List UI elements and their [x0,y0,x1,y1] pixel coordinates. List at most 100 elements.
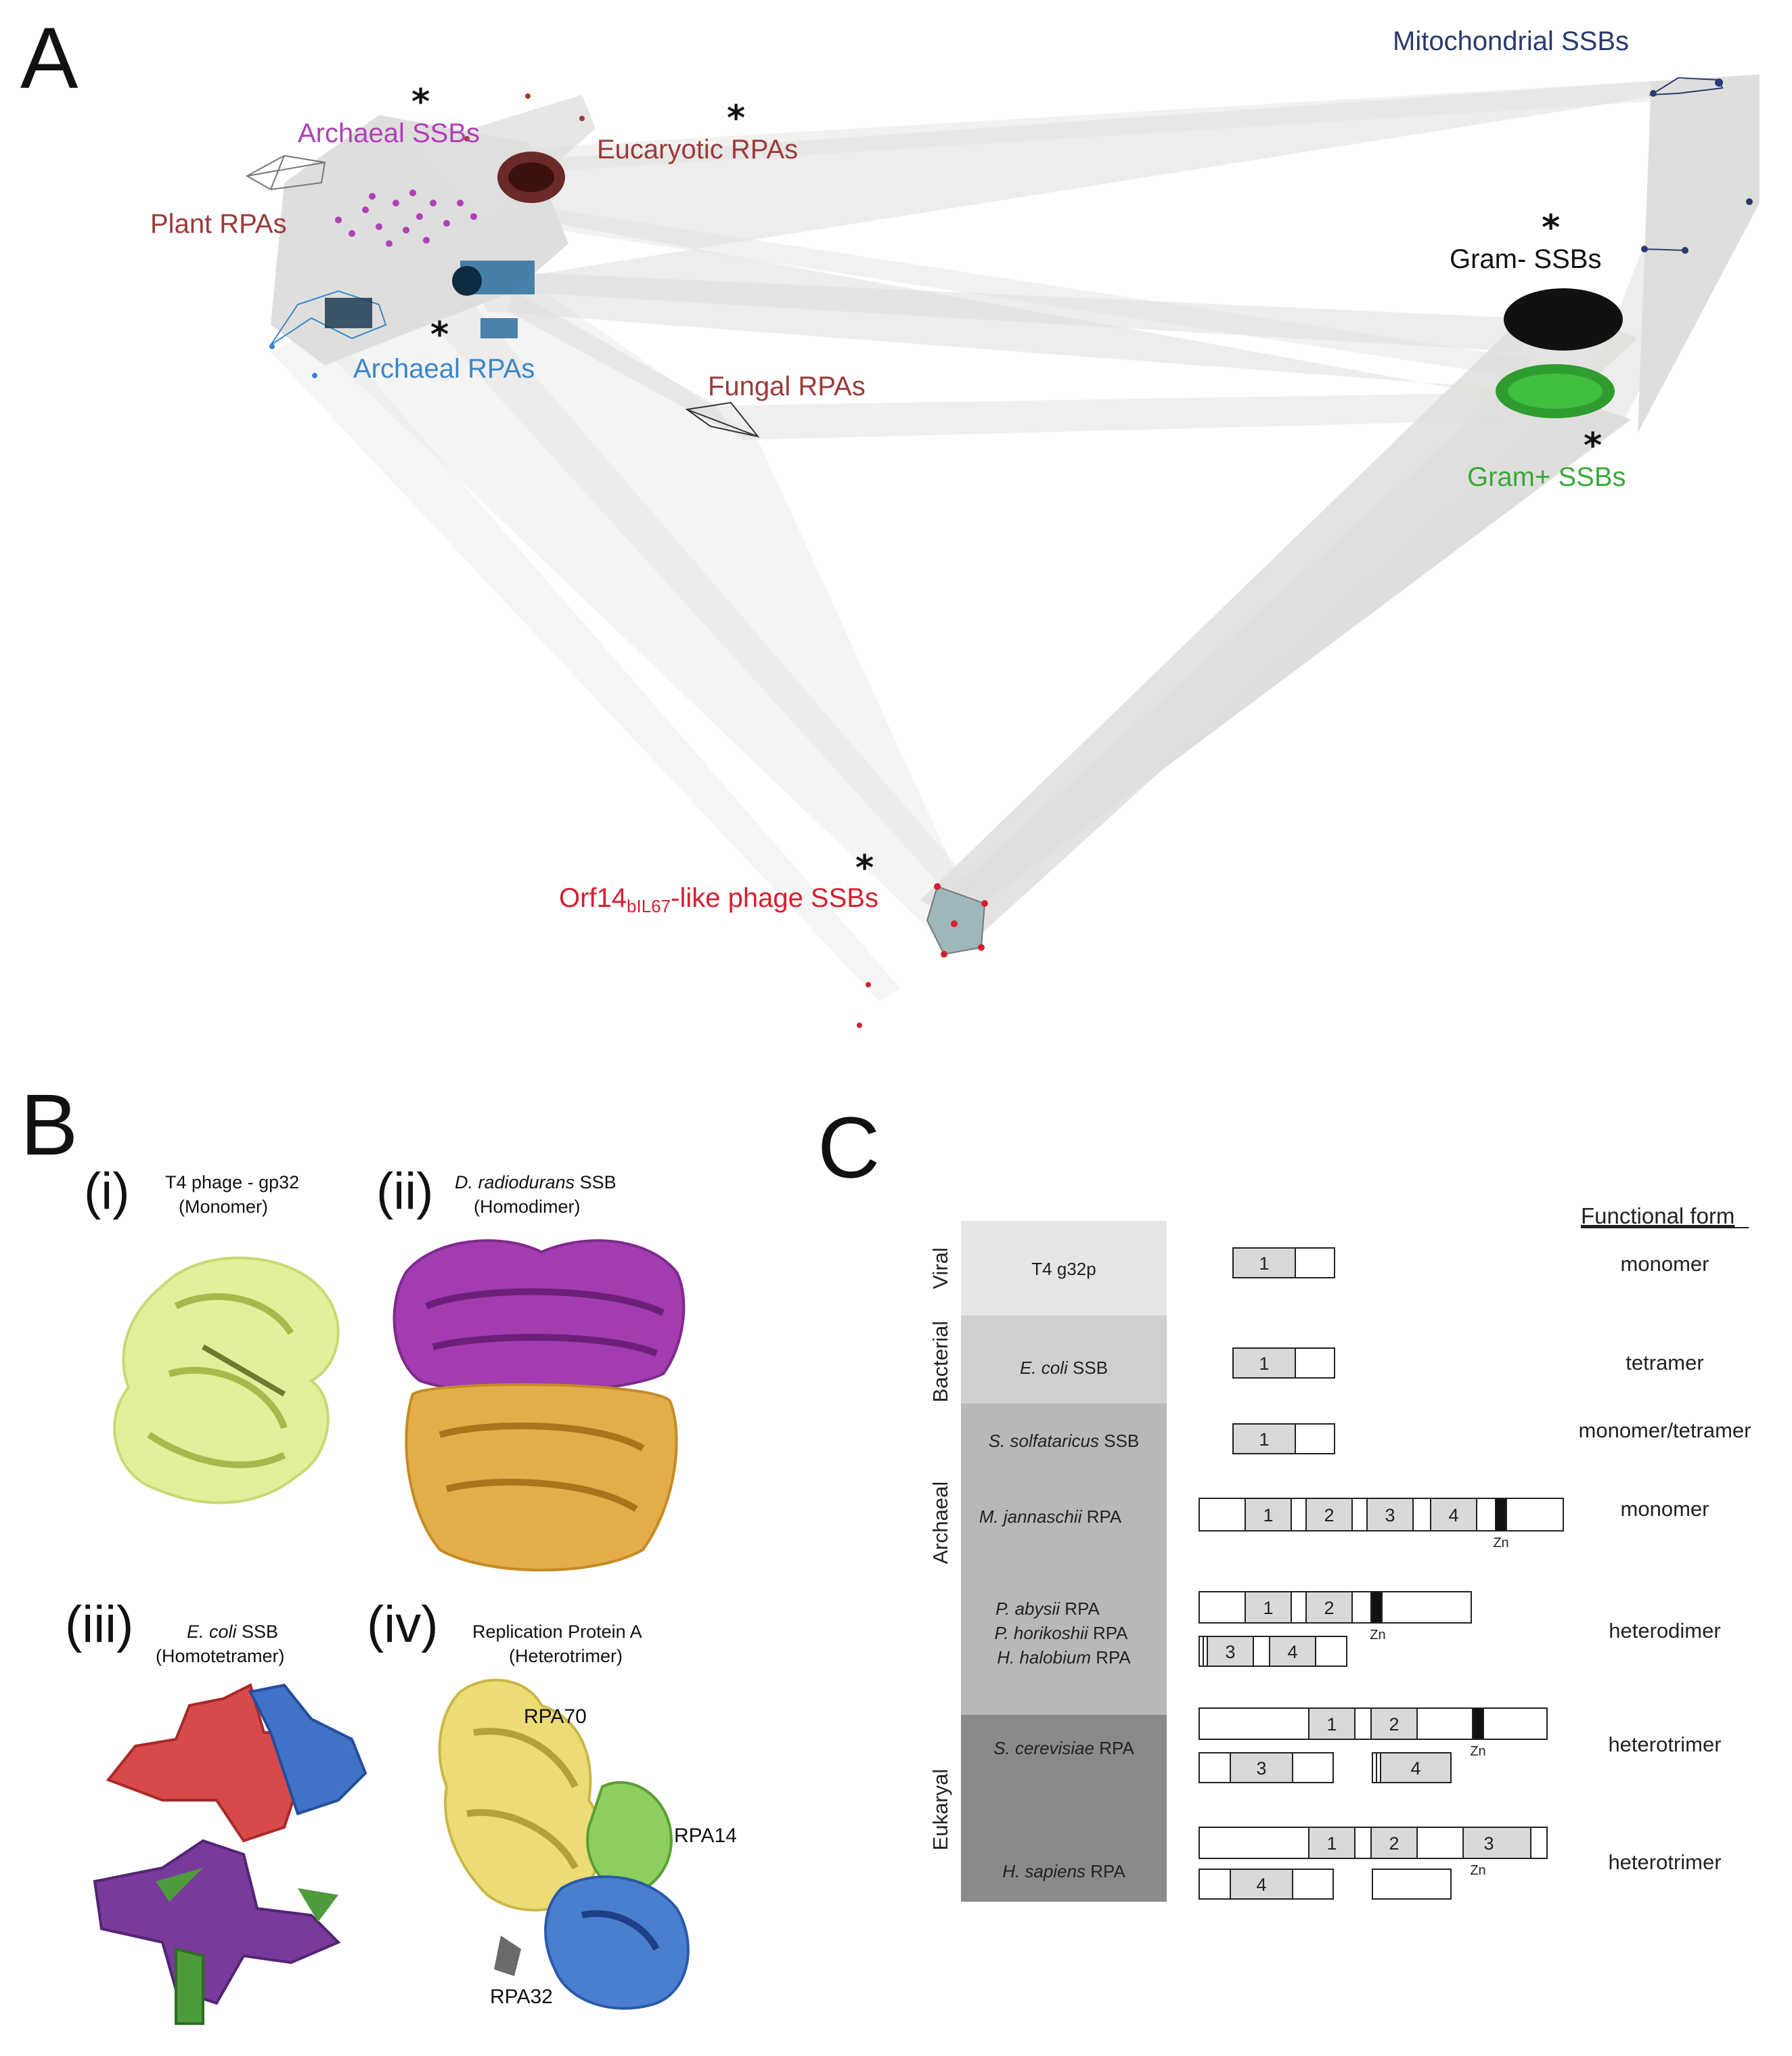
domain-t4-1: 1 [1259,1253,1269,1274]
domain-hsa-4: 4 [1256,1875,1266,1895]
domain-sce-2: 2 [1389,1714,1399,1735]
label-eucaryotic-rpas: Eucaryotic RPAs [597,135,798,164]
domain-diagrams [1199,1247,1564,1900]
domain-pab-2: 2 [1324,1598,1334,1618]
cluster-archaeal-rpa [269,261,535,378]
band-viral [961,1221,1167,1316]
panel-b-letter: B [20,1077,78,1174]
domain-mja-4: 4 [1448,1505,1458,1525]
domain-hsa-3: 3 [1483,1833,1494,1854]
label-plant-rpas: Plant RPAs [150,209,287,239]
label-mitochondrial-ssbs: Mitochondrial SSBs [1393,26,1629,56]
structure-iii-numeral: (iii) [65,1596,133,1653]
subunit-label-rpa70: RPA70 [524,1705,587,1728]
structure-iii-title: E. coli SSB [187,1622,278,1642]
panel-c-letter: C [817,1100,880,1197]
form-hsapiens: heterotrimer [1608,1850,1721,1874]
label-fungal-rpas: Fungal RPAs [708,372,866,401]
subunit-label-rpa14: RPA14 [674,1825,737,1847]
form-archaeal-rpa: heterodimer [1609,1619,1720,1642]
protein-phorikoshii: P. horikoshii RPA [994,1623,1128,1643]
protein-ecoli: E. coli SSB [1020,1358,1108,1378]
cluster-eukaryotic [464,93,585,203]
band-archaeal [961,1404,1167,1715]
domain-pab-3: 3 [1225,1642,1235,1662]
cluster-fungal [685,401,760,438]
domain-pab-1: 1 [1263,1598,1273,1618]
cluster-plant [245,154,326,191]
structure-iv-title: Replication Protein A [472,1622,642,1642]
structure-iv-numeral: (iv) [367,1596,439,1653]
form-scerevisiae: heterotrimer [1608,1733,1721,1756]
domain-numbers: 1 1 1 1 2 3 4 1 2 3 4 1 2 3 4 1 2 3 4 [1225,1253,1494,1895]
label-archaeal-rpas: Archaeal RPAs [353,354,535,384]
structure-i-title: T4 phage - gp32 [165,1172,299,1192]
domain-ecoli-1: 1 [1259,1354,1269,1374]
label-gram-neg-ssbs: Gram- SSBs [1450,244,1601,274]
structure-ii-form: (Homodimer) [474,1197,581,1217]
zn-label-mja: Zn [1493,1536,1508,1550]
protein-ssolfataricus: S. solfataricus SSB [989,1431,1140,1451]
form-ssolfataricus: monomer/tetramer [1579,1418,1751,1442]
cluster-phage [857,883,988,1028]
panel-a-letter: A [20,10,79,107]
domain-mja-2: 2 [1324,1505,1334,1525]
structure-ii-homodimer [393,1239,686,1571]
domain-sce-4: 4 [1410,1758,1420,1779]
label-archaeal-ssbs: Archaeal SSBs [298,118,480,148]
zn-label-hsa: Zn [1470,1863,1485,1878]
domain-sso-1: 1 [1259,1429,1269,1450]
band-eukaryal [961,1715,1167,1902]
group-label-bacterial: Bacterial [928,1321,952,1403]
functional-form-header: Functional form [1581,1203,1734,1228]
panel-a: A [20,10,1760,1028]
cluster-mitochondrial [1641,76,1753,254]
structure-iii-homotetramer [93,1683,367,2025]
domain-sce-3: 3 [1256,1758,1266,1779]
asterisk-gram-neg: * [1542,208,1560,248]
form-ecoli: tetramer [1626,1351,1703,1375]
zn-label-sce: Zn [1470,1744,1485,1759]
form-mjannaschii: monomer [1621,1497,1709,1521]
label-phage-ssbs: Orf14bIL67-like phage SSBs [559,883,878,916]
domain-hsa-2: 2 [1389,1833,1399,1854]
cluster-gram-neg [1504,288,1623,351]
label-gram-pos-ssbs: Gram+ SSBs [1467,462,1626,492]
asterisk-archaeal-rpas: * [430,315,449,355]
domain-hsa-1: 1 [1326,1833,1337,1854]
structure-i-form: (Monomer) [179,1197,268,1217]
band-bacterial [961,1316,1167,1404]
zn-label-pab: Zn [1370,1628,1385,1642]
structure-iii-form: (Homotetramer) [156,1646,285,1666]
structure-i-monomer [113,1256,340,1504]
structure-ii-numeral: (ii) [376,1163,433,1220]
network-edges [271,74,1760,1002]
group-label-viral: Viral [928,1247,952,1289]
domain-mja-1: 1 [1263,1505,1273,1525]
protein-hsapiens: H. sapiens RPA [1002,1861,1125,1881]
asterisk-eucaryotic-rpas: * [727,98,745,139]
structure-iv-form: (Heterotrimer) [509,1646,623,1666]
form-t4: monomer [1621,1252,1709,1276]
group-label-archaeal: Archaeal [928,1481,952,1564]
protein-pabysii: P. abysii RPA [995,1599,1100,1619]
domain-mja-3: 3 [1385,1505,1395,1525]
asterisk-archaeal-ssbs: * [411,82,430,122]
subunit-label-rpa32: RPA32 [490,1986,553,2008]
domain-sce-1: 1 [1326,1714,1337,1735]
structure-ii-title: D. radiodurans SSB [455,1172,617,1192]
asterisk-phage: * [855,848,874,889]
panel-c: C Viral Bacterial Archaeal Eukaryal T4 g… [817,1100,1751,1902]
cluster-archaeal-ssb [335,189,477,247]
protein-hhalobium: H. halobium RPA [997,1647,1131,1668]
group-label-eukaryal: Eukaryal [928,1769,952,1851]
asterisk-gram-pos: * [1584,426,1602,466]
panel-b: B (i) T4 phage - gp32 (Monomer) (ii) D. … [20,1077,737,2025]
structure-iv-heterotrimer [438,1678,690,2010]
protein-t4: T4 g32p [1031,1259,1096,1279]
protein-scerevisiae: S. cerevisiae RPA [993,1738,1134,1758]
structure-i-numeral: (i) [84,1163,130,1220]
domain-pab-4: 4 [1287,1642,1297,1662]
cluster-gram-pos [1496,364,1615,418]
